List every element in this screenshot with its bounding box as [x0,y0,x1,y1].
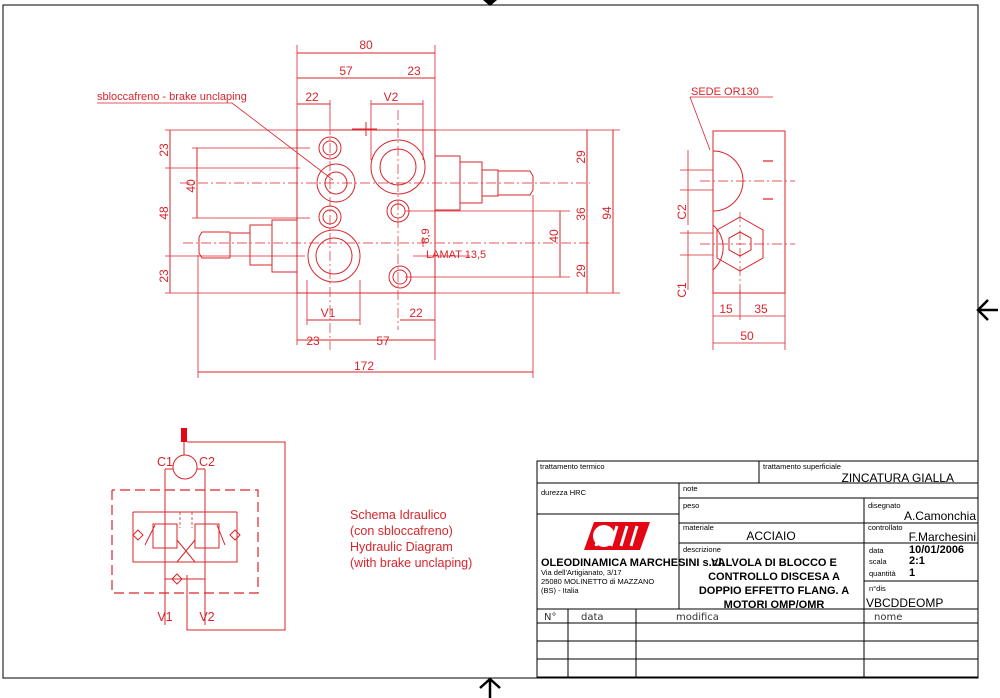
label-trattamento-termico: trattamento termico [540,462,605,471]
descrizione-line-1: VALVOLA DI BLOCCO E [711,557,837,569]
schematic-v2: V2 [199,610,214,624]
title-block: trattamento termico trattamento superfic… [536,460,979,678]
dim-bot-23: 23 [306,334,320,348]
disegnato-value: A.Camonchia [904,509,976,523]
brake-unclamping-label: sbloccafreno - brake unclaping [97,91,247,103]
front-view: 80 57 23 22 V2 23 40 48 23 29 36 40 29 9… [97,38,620,378]
schematic-v1: V1 [157,610,172,624]
leader-line [97,102,334,181]
port-hole [318,136,342,160]
dim-57: 57 [339,64,353,78]
dim-v2: V2 [384,90,399,104]
top-center-marker [483,0,497,6]
port-v1 [307,229,361,283]
label-note: note [683,484,698,493]
dim-right-36: 36 [574,207,588,221]
controllato-value: F.Marchesini [909,530,976,544]
dim-23: 23 [407,64,421,78]
dim-right-40: 40 [547,229,561,243]
dim-right-94: 94 [600,206,614,220]
dim-bot-22: 22 [409,306,423,320]
quantita-value: 1 [909,567,915,579]
label-durezza: durezza HRC [541,488,587,497]
right-cartridge [435,155,534,211]
data-value: 10/01/2006 [909,544,964,556]
brake-solenoid [181,428,187,442]
dim-right-29b: 29 [574,264,588,278]
dim-15: 15 [719,302,733,316]
label-controllato: controllato [868,523,903,532]
motor-symbol [172,454,198,480]
dim-left-23b: 23 [157,269,171,283]
scala-value: 2:1 [909,555,925,567]
brake-port [316,163,356,203]
dim-172: 172 [354,359,374,373]
caption-line-3: Hydraulic Diagram [350,540,453,554]
right-center-marker [976,299,998,321]
materiale-value: ACCIAIO [746,529,795,543]
descrizione-line-3: DOPPIO EFFETTO FLANG. A [699,585,849,597]
left-cartridge [198,219,297,273]
dim-right-29a: 29 [574,150,588,164]
drawing-number: VBCDDEOMP [866,596,943,610]
seal-label: SEDE OR130 [691,86,759,98]
dim-c1: C1 [675,282,689,298]
schematic-c2: C2 [199,455,215,469]
company-logo [584,522,650,550]
dimension-lines [169,52,614,373]
label-scala: scala [869,557,887,566]
dim-35: 35 [754,302,768,316]
port-v2 [370,139,426,195]
rev-header-nome: nome [874,612,902,623]
trattamento-superficiale-value: ZINCATURA GIALLA [842,471,954,485]
company-name: OLEODINAMICA MARCHESINI s.r.l. [541,557,725,569]
schematic-c1: C1 [157,455,173,469]
rev-header-modifica: modifica [676,612,719,623]
label-quantita: quantità [869,569,897,578]
port-hole [318,205,342,229]
label-ndis: n°dis [869,584,886,593]
side-view: SEDE OR130 C2 C1 15 35 50 [675,86,795,350]
caption-line-1: Schema Idraulico [350,508,447,522]
caption-line-2: (con sbloccafreno) [350,524,453,538]
rev-header-n: N° [544,612,556,623]
hydraulic-schematic: C1 C2 V1 V2 Schema Idraulico (con sblocc… [111,428,472,631]
rev-header-data: data [581,612,604,623]
label-descrizione: descrizione [683,545,721,554]
descrizione-line-4: MOTORI OMP/OMR [724,599,825,611]
side-block [712,130,786,294]
descrizione-line-2: CONTROLLO DISCESA A [708,571,840,583]
dim-left-48: 48 [157,206,171,220]
label-disegnato: disegnato [868,501,901,510]
company-address-1: Via dell'Artigianato, 3/17 [541,568,622,577]
dim-c2: C2 [675,204,689,220]
dim-bot-57: 57 [376,334,390,348]
label-data: data [869,546,884,555]
dim-50: 50 [740,329,754,343]
label-peso: peso [683,501,699,510]
bottom-center-marker [479,677,501,698]
dashed-boundary [111,489,259,594]
dim-left-23a: 23 [157,143,171,157]
lamat-label: LAMAT 13,5 [426,249,486,261]
dim-80: 80 [359,38,373,52]
company-address-2: 25080 MOLINETTO di MAZZANO [541,577,654,586]
label-materiale: materiale [683,523,714,532]
caption-line-4: (with brake unclaping) [350,556,472,570]
dim-22: 22 [305,90,319,104]
dim-left-40: 40 [184,179,198,193]
dim-v1: V1 [321,306,336,320]
depth-label: 8,9 [420,228,432,243]
valve-block [296,129,436,294]
label-trattamento-superficiale: trattamento superficiale [763,462,841,471]
company-address-3: (BS) - Italia [541,586,579,595]
